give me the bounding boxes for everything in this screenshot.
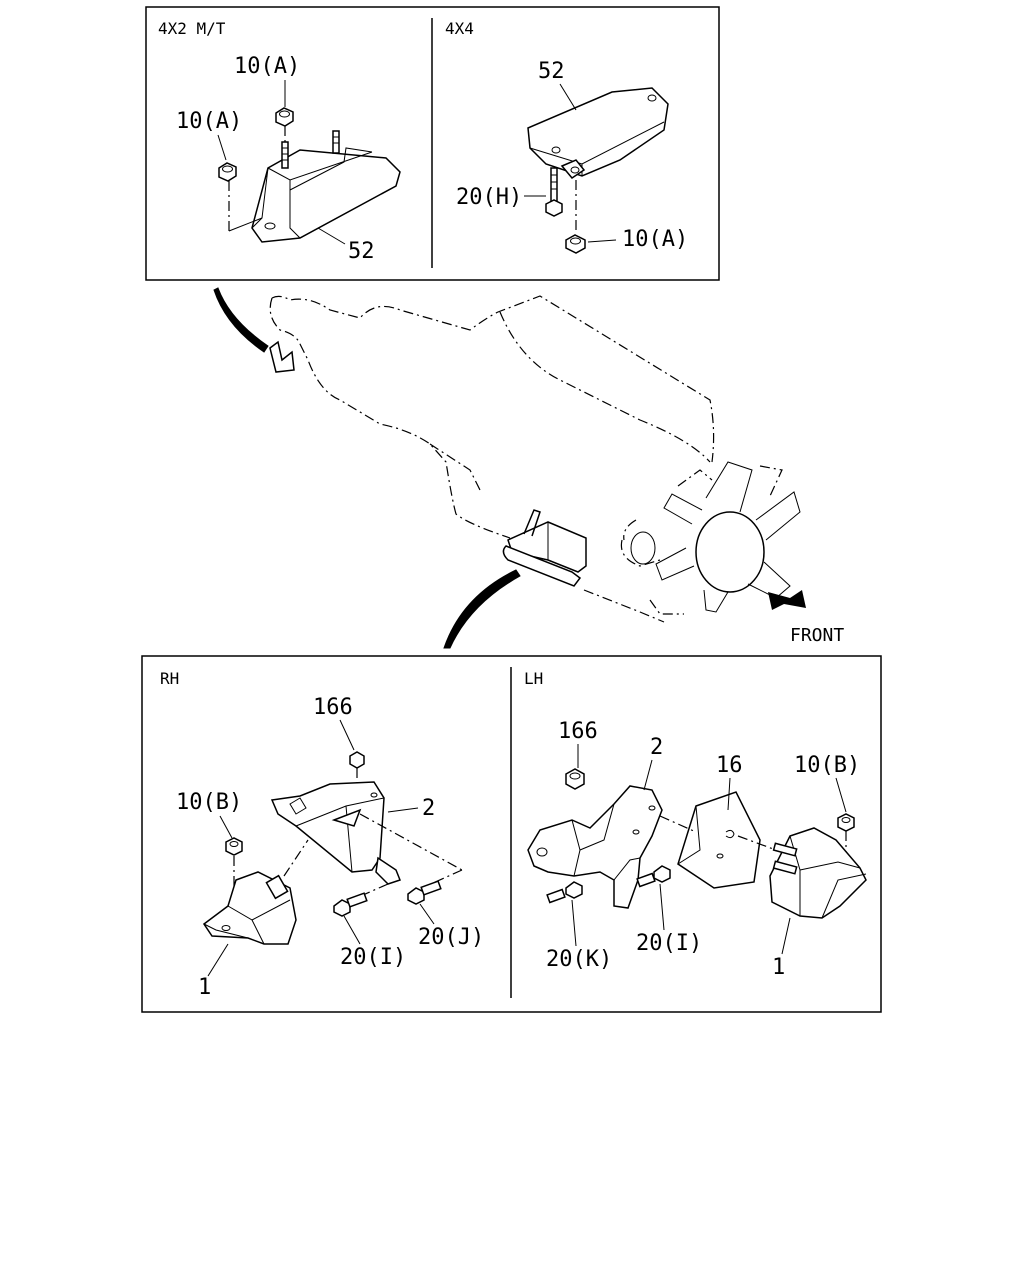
nut-10b-lh xyxy=(837,813,855,864)
label-20i-rh: 20(I) xyxy=(340,945,406,970)
engine-assembly xyxy=(213,287,806,649)
leader-arrow-upper xyxy=(213,287,269,353)
engine-mount-1-rh xyxy=(202,839,309,945)
panel-title-4x2-mt: 4X2 M/T xyxy=(158,19,226,38)
bolt-20j-rh xyxy=(407,880,442,905)
label-10b-rh: 10(B) xyxy=(176,790,242,815)
label-10a-4x4: 10(A) xyxy=(622,227,688,252)
label-1-rh: 1 xyxy=(198,975,211,1000)
bolt-20i-rh xyxy=(333,892,368,917)
label-20j-rh: 20(J) xyxy=(418,925,484,950)
bolt-20i-lh xyxy=(636,865,671,888)
plate-16 xyxy=(677,791,761,889)
panel-lh: LH 166 2 16 10(B) xyxy=(524,669,867,980)
panel-4x2-mt: 4X2 M/T 10(A) 10(A) xyxy=(158,19,401,264)
panel-title-rh: RH xyxy=(160,669,179,688)
cooling-fan xyxy=(620,461,801,615)
label-1-lh: 1 xyxy=(772,955,785,980)
label-52-4x4: 52 xyxy=(538,59,565,84)
top-panel xyxy=(145,6,720,281)
nut-166-lh xyxy=(565,768,585,790)
nut-10a-upper xyxy=(275,107,294,158)
bracket-2-rh xyxy=(270,781,401,885)
front-label: FRONT xyxy=(790,625,844,646)
nut-10a-left xyxy=(218,162,237,231)
label-166-lh: 166 xyxy=(558,719,598,744)
engine-mount-1-lh xyxy=(769,827,867,919)
panel-rh: RH 166 2 10(B) xyxy=(160,669,484,1000)
panel-4x4: 4X4 52 20(H) 10(A) xyxy=(445,19,688,254)
label-10a-left: 10(A) xyxy=(176,109,242,134)
front-arrow xyxy=(768,590,806,610)
nut-166-rh xyxy=(349,751,365,786)
label-10b-lh: 10(B) xyxy=(794,753,860,778)
mount-bracket-52-4x2 xyxy=(228,130,401,243)
bracket-2-lh xyxy=(527,785,663,909)
front-mount-on-engine xyxy=(502,509,587,587)
label-20k-lh: 20(K) xyxy=(546,947,612,972)
panel-title-4x4: 4X4 xyxy=(445,19,474,38)
panel-title-lh: LH xyxy=(524,669,543,688)
label-10a-upper: 10(A) xyxy=(234,54,300,79)
label-166-rh: 166 xyxy=(313,695,353,720)
leader-arrow-lower xyxy=(443,569,521,649)
bolt-20k-lh xyxy=(546,881,583,904)
mount-cover-52-4x4 xyxy=(527,87,669,179)
label-52-4x2: 52 xyxy=(348,239,375,264)
label-16: 16 xyxy=(716,753,743,778)
label-20i-lh: 20(I) xyxy=(636,931,702,956)
label-2-rh: 2 xyxy=(422,796,435,821)
label-2-lh: 2 xyxy=(650,735,663,760)
bolt-20h xyxy=(545,167,563,217)
label-20h: 20(H) xyxy=(456,185,522,210)
nut-10a-4x4 xyxy=(565,180,586,254)
bottom-panel xyxy=(141,655,882,1013)
